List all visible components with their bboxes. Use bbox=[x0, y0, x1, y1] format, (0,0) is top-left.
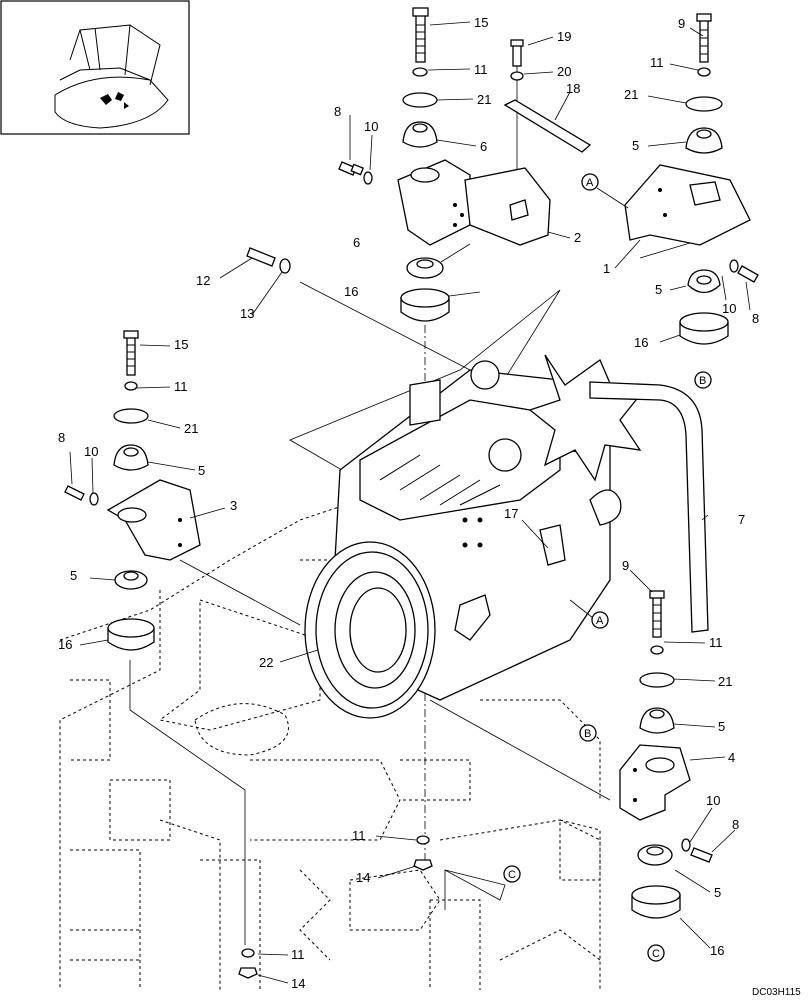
callout-13: 13 bbox=[240, 306, 254, 321]
callout-9: 9 bbox=[622, 558, 629, 573]
callout-16: 16 bbox=[634, 335, 648, 350]
callout-21: 21 bbox=[718, 674, 732, 689]
ref-markers: A B A B C C bbox=[503, 173, 712, 962]
callout-16: 16 bbox=[710, 943, 724, 958]
ref-c-center: C bbox=[508, 869, 516, 881]
machine-thumbnail-inset bbox=[0, 0, 190, 135]
ref-b-top: B bbox=[699, 375, 706, 387]
callout-10: 10 bbox=[706, 793, 720, 808]
nuts-lower bbox=[238, 835, 433, 979]
callout-19: 19 bbox=[557, 29, 571, 44]
flywheel-housing bbox=[304, 541, 436, 719]
ref-circle-b-top bbox=[694, 371, 712, 389]
callout-6: 6 bbox=[480, 139, 487, 154]
callout-9: 9 bbox=[678, 16, 685, 31]
callout-8: 8 bbox=[334, 104, 341, 119]
ref-a-bottom: A bbox=[596, 615, 604, 627]
callout-5: 5 bbox=[714, 885, 721, 900]
ref-circle-c-center bbox=[503, 865, 521, 883]
mount-upper-right bbox=[624, 13, 759, 345]
callout-22: 22 bbox=[259, 655, 273, 670]
callout-10: 10 bbox=[84, 444, 98, 459]
callout-1: 1 bbox=[603, 261, 610, 276]
callout-10: 10 bbox=[722, 301, 736, 316]
callout-5: 5 bbox=[198, 463, 205, 478]
callout-11: 11 bbox=[291, 947, 305, 962]
callout-8: 8 bbox=[752, 311, 759, 326]
mount-left bbox=[64, 330, 201, 651]
callout-11: 11 bbox=[352, 828, 366, 843]
ref-c-right: C bbox=[652, 948, 660, 960]
callout-5: 5 bbox=[655, 282, 662, 297]
ref-circle-c-right bbox=[647, 944, 665, 962]
callout-12: 12 bbox=[196, 273, 210, 288]
callout-5: 5 bbox=[718, 719, 725, 734]
callout-6: 6 bbox=[353, 235, 360, 250]
callout-2: 2 bbox=[574, 230, 581, 245]
mount-upper-middle bbox=[397, 7, 551, 322]
callout-18: 18 bbox=[566, 81, 580, 96]
callout-4: 4 bbox=[728, 750, 735, 765]
callout-labels: 15 11 21 6 8 10 19 20 18 2 6 16 12 13 9 … bbox=[58, 15, 801, 998]
callout-16: 16 bbox=[58, 637, 72, 652]
callout-10: 10 bbox=[364, 119, 378, 134]
callout-17: 17 bbox=[504, 506, 518, 521]
ref-circle-b-bottom bbox=[579, 724, 597, 742]
callout-5: 5 bbox=[70, 568, 77, 583]
callout-16: 16 bbox=[344, 284, 358, 299]
callout-14: 14 bbox=[291, 976, 305, 991]
callout-7: 7 bbox=[738, 512, 745, 527]
ref-a-top: A bbox=[586, 177, 594, 189]
callout-11: 11 bbox=[650, 55, 664, 70]
ref-b-bottom: B bbox=[584, 728, 591, 740]
stay-18-assembly bbox=[503, 39, 592, 221]
drawing-code: DC03H115 bbox=[752, 987, 801, 998]
callout-5: 5 bbox=[632, 138, 639, 153]
callout-11: 11 bbox=[709, 635, 723, 650]
callout-14: 14 bbox=[356, 870, 370, 885]
bolt-washer-upper-left bbox=[338, 161, 373, 185]
fitting-12-13 bbox=[246, 247, 291, 274]
callout-21: 21 bbox=[477, 92, 491, 107]
callout-20: 20 bbox=[557, 64, 571, 79]
callout-8: 8 bbox=[732, 817, 739, 832]
ref-circle-a-bottom bbox=[591, 611, 609, 629]
callout-8: 8 bbox=[58, 430, 65, 445]
callout-15: 15 bbox=[174, 337, 188, 352]
callout-leaders bbox=[69, 21, 751, 984]
callout-11: 11 bbox=[174, 379, 188, 394]
callout-15: 15 bbox=[474, 15, 488, 30]
pipe-7 bbox=[589, 381, 709, 633]
callout-3: 3 bbox=[230, 498, 237, 513]
mount-lower-right bbox=[619, 590, 713, 919]
callout-21: 21 bbox=[624, 87, 638, 102]
ref-circle-a-top bbox=[581, 173, 599, 191]
callout-21: 21 bbox=[184, 421, 198, 436]
callout-11: 11 bbox=[474, 62, 488, 77]
